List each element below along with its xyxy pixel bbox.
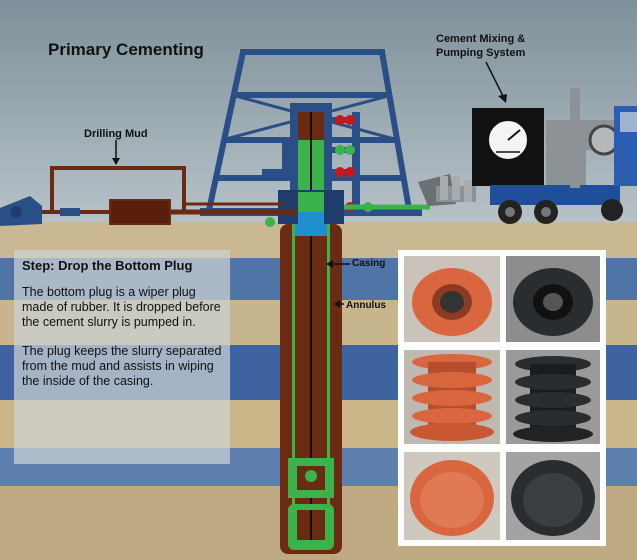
- cement-system-label-line2: Pumping System: [436, 47, 526, 59]
- valve-red-1: [335, 115, 355, 125]
- black-plug-bottom-icon: [511, 460, 595, 536]
- casing-water: [295, 224, 327, 236]
- black-plug-side-icon: [513, 356, 593, 442]
- cement-system-arrow: [485, 61, 504, 97]
- orange-plug-side-icon: [410, 354, 494, 441]
- black-plug-bottom-view-photo: [506, 452, 600, 540]
- manifold-left: [282, 140, 290, 170]
- float-collar: [288, 458, 334, 550]
- casing-wall-left: [292, 224, 295, 534]
- cement-system-label: Cement Mixing & Pumping System: [436, 32, 525, 60]
- orange-plug-top-icon: [412, 268, 492, 336]
- orange-plug-top-view-photo: [404, 256, 500, 342]
- page-title: Primary Cementing: [48, 40, 204, 59]
- black-plug-top-icon: [513, 268, 593, 336]
- wellhead-bottom-plug-green: [298, 192, 324, 212]
- step-description-2: The plug keeps the slurry separated from…: [22, 344, 222, 388]
- casing-wall-right: [327, 224, 330, 534]
- black-plug-top-view-photo: [506, 256, 600, 342]
- casing-label: Casing: [352, 258, 386, 269]
- valve-red-2: [335, 167, 355, 177]
- cement-system-label-line1: Cement Mixing &: [436, 33, 526, 45]
- wellhead-water-zone: [298, 212, 324, 224]
- drilling-mud-system: [0, 166, 298, 226]
- orange-plug-bottom-view-photo: [404, 452, 500, 540]
- annulus-label: Annulus: [346, 300, 386, 311]
- plug-photo-grid: [398, 250, 606, 546]
- step-info-panel: Step: Drop the Bottom Plug The bottom pl…: [14, 250, 230, 464]
- orange-plug-bottom-icon: [410, 460, 494, 536]
- drilling-mud-label: Drilling Mud: [84, 128, 148, 140]
- step-heading: Step: Drop the Bottom Plug: [22, 258, 193, 273]
- orange-plug-side-view-photo: [404, 350, 500, 444]
- black-plug-side-view-photo: [506, 350, 600, 444]
- valve-green-1: [335, 145, 355, 155]
- mud-tank: [109, 199, 171, 225]
- valve-green-3: [265, 217, 275, 227]
- step-description-1: The bottom plug is a wiper plug made of …: [22, 285, 221, 329]
